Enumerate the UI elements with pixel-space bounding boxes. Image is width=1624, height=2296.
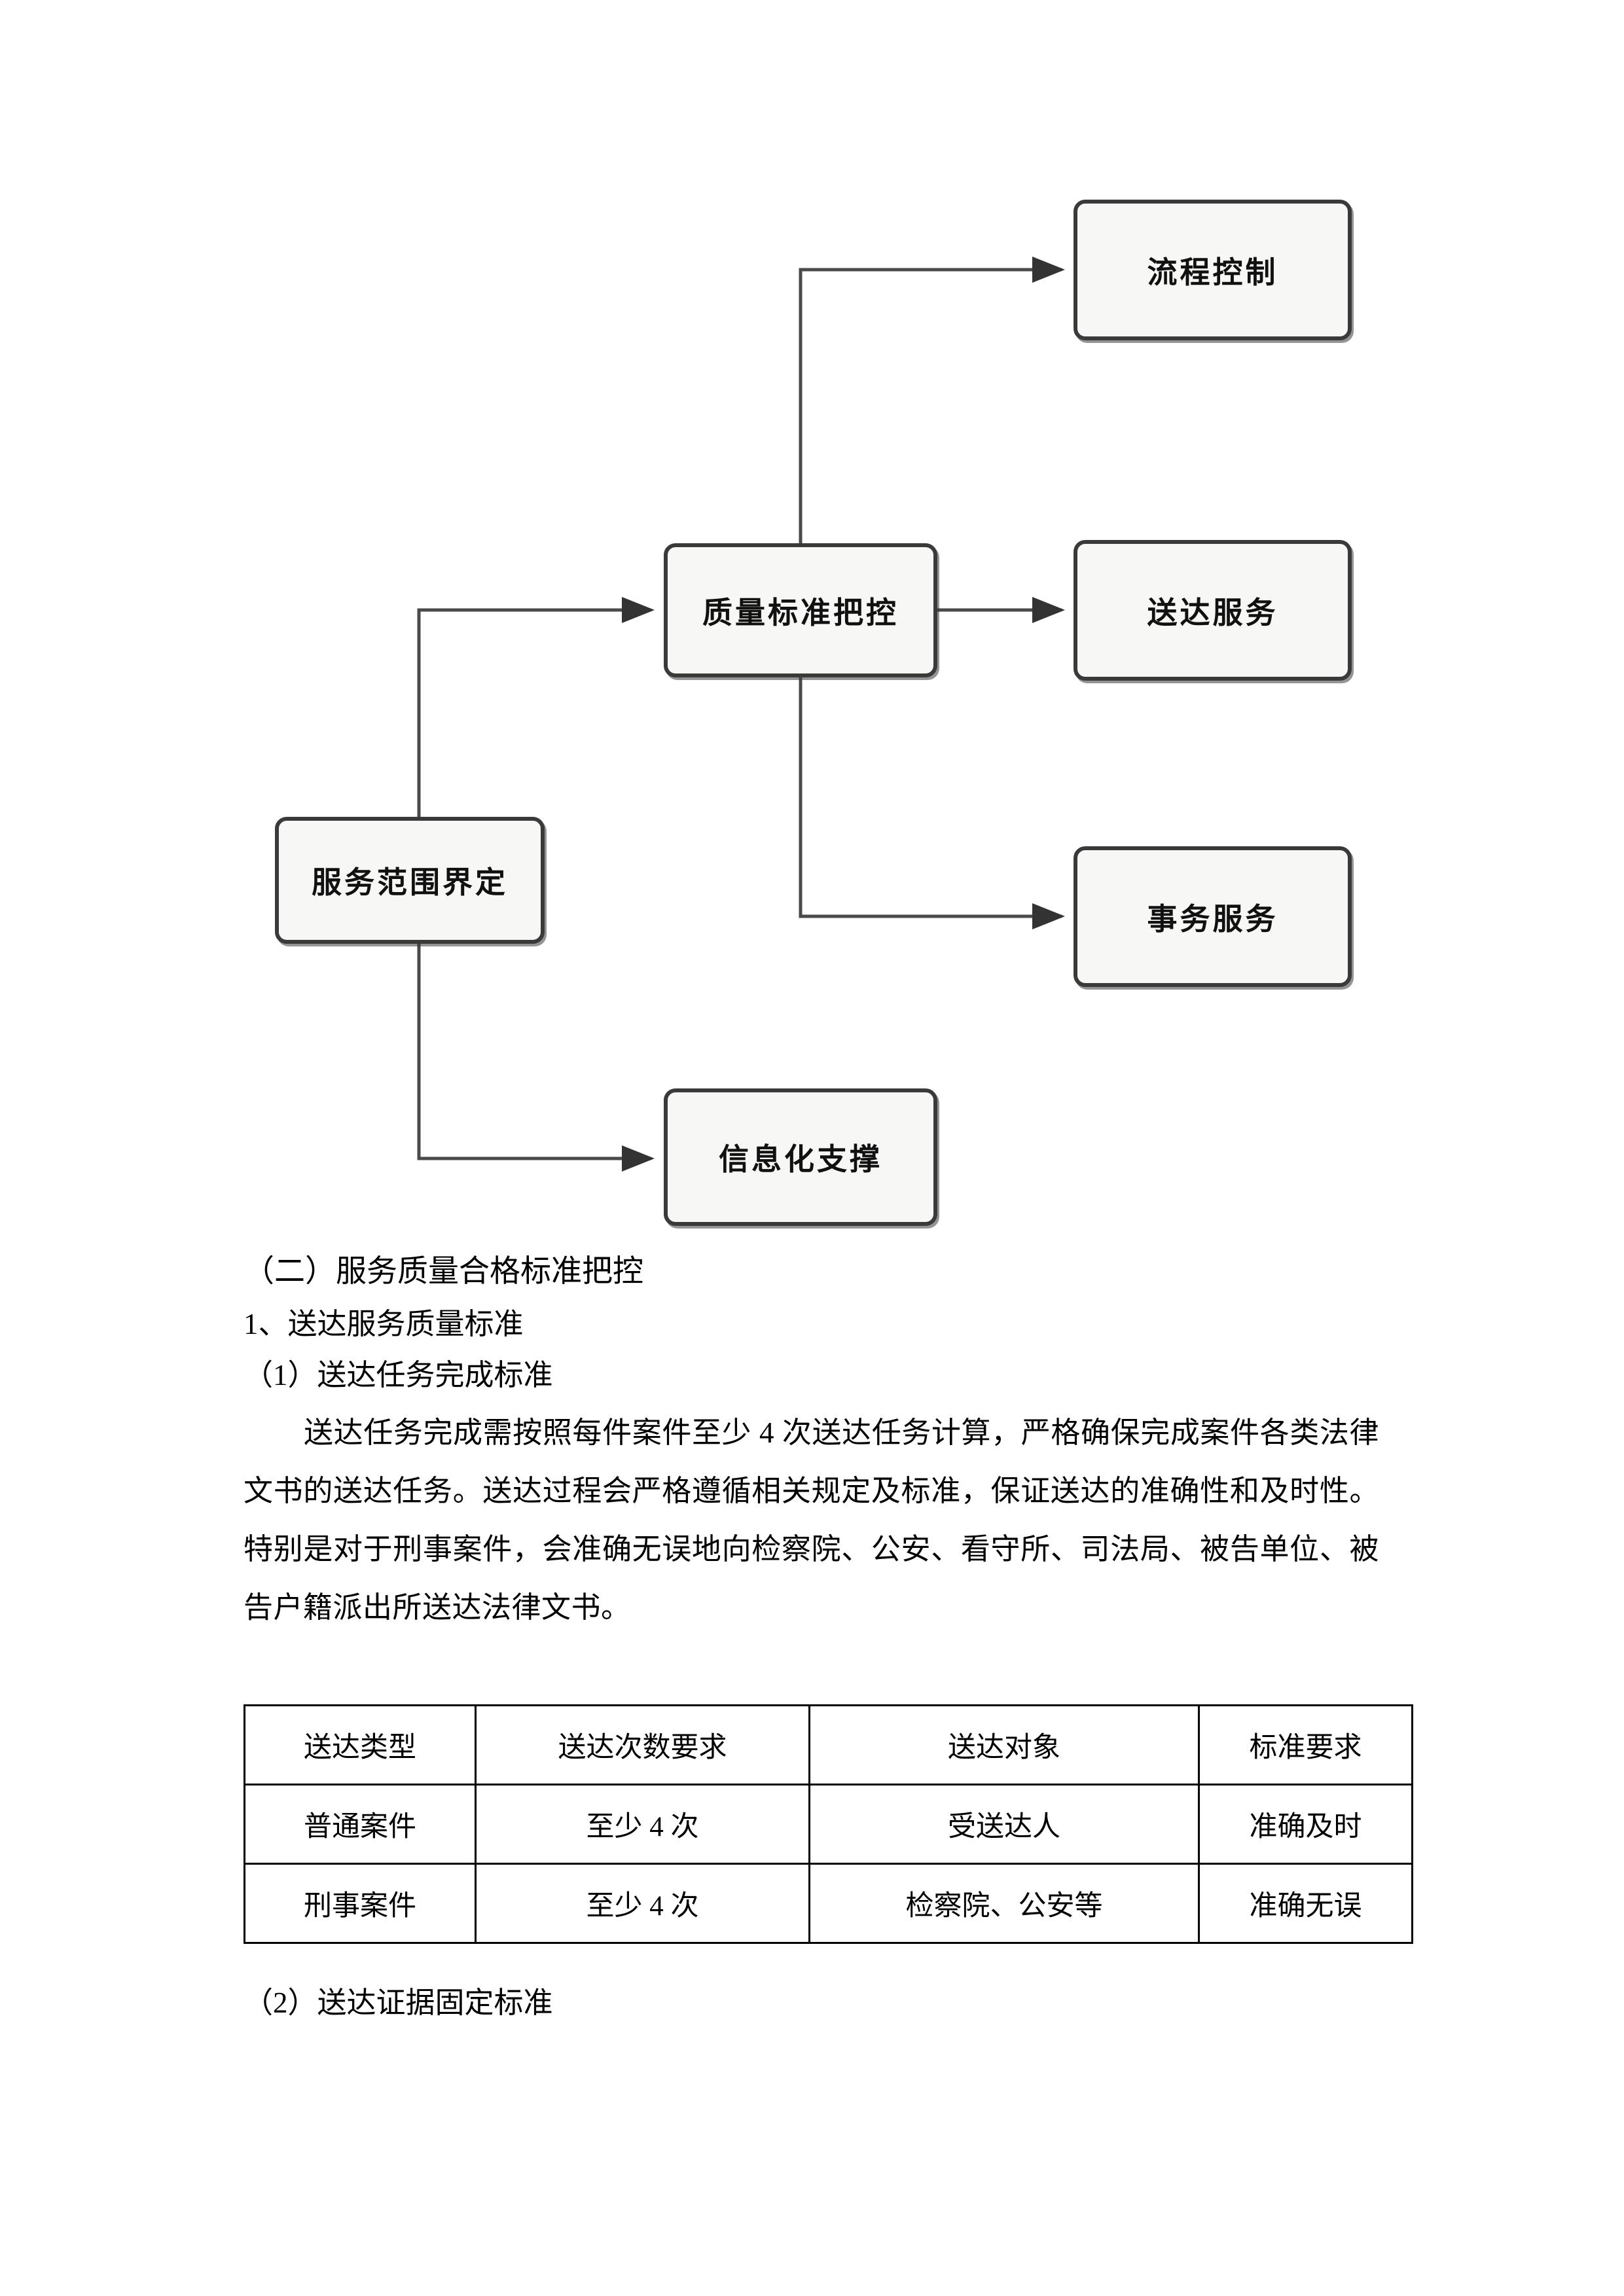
heading-section: （二）服务质量合格标准把控 xyxy=(244,1255,643,1289)
flow-node-process-control[interactable]: 流程控制 xyxy=(1074,200,1352,340)
table-header-row: 送达类型 送达次数要求 送达对象 标准要求 xyxy=(244,1704,1413,1785)
flow-node-scope-definition[interactable]: 服务范围界定 xyxy=(275,817,545,944)
table-cell: 普通案件 xyxy=(244,1784,477,1865)
table-header-cell: 送达类型 xyxy=(244,1704,477,1785)
delivery-standards-table: 送达类型 送达次数要求 送达对象 标准要求 普通案件 至少 4 次 受送达人 准… xyxy=(244,1704,1413,1944)
flow-node-it-support[interactable]: 信息化支撑 xyxy=(664,1088,937,1226)
table-row: 普通案件 至少 4 次 受送达人 准确及时 xyxy=(244,1784,1413,1865)
table-header-cell: 标准要求 xyxy=(1198,1704,1413,1785)
service-quality-flowchart: 流程控制 质量标准把控 送达服务 服务范围界定 事务服务 信息化支撑 xyxy=(275,200,1352,1226)
edge-quality-to-affairs xyxy=(799,677,1065,929)
table-cell: 至少 4 次 xyxy=(475,1784,810,1865)
table-cell: 检察院、公安等 xyxy=(808,1863,1200,1944)
document-body: （二）服务质量合格标准把控 1、送达服务质量标准 （1）送达任务完成标准 送达任… xyxy=(244,1247,1379,1637)
edge-scope-to-it-support xyxy=(417,944,655,1172)
flow-node-label: 质量标准把控 xyxy=(702,594,899,630)
table-cell: 准确及时 xyxy=(1198,1784,1413,1865)
flowchart-connectors xyxy=(417,257,1065,1172)
flow-node-label: 送达服务 xyxy=(1147,594,1278,630)
table-cell: 受送达人 xyxy=(808,1784,1200,1865)
flow-node-affairs-service[interactable]: 事务服务 xyxy=(1074,846,1352,987)
table-header-cell: 送达对象 xyxy=(808,1704,1200,1785)
table-row: 刑事案件 至少 4 次 检察院、公安等 准确无误 xyxy=(244,1863,1413,1944)
table-cell: 准确无误 xyxy=(1198,1863,1413,1944)
flow-node-label: 流程控制 xyxy=(1147,254,1278,290)
table-cell: 刑事案件 xyxy=(244,1863,477,1944)
flow-node-delivery-service[interactable]: 送达服务 xyxy=(1074,540,1352,681)
heading-sub: （1）送达任务完成标准 xyxy=(244,1359,553,1391)
flow-node-label: 事务服务 xyxy=(1147,901,1278,937)
table-header-cell: 送达次数要求 xyxy=(475,1704,810,1785)
flow-node-label: 服务范围界定 xyxy=(312,865,508,900)
edge-scope-to-quality xyxy=(417,597,655,817)
edge-quality-to-process-control xyxy=(799,257,1065,543)
heading-item: 1、送达服务质量标准 xyxy=(244,1308,524,1340)
table-cell: 至少 4 次 xyxy=(475,1863,810,1944)
flow-node-label: 信息化支撑 xyxy=(719,1141,882,1177)
flow-node-quality-standard[interactable]: 质量标准把控 xyxy=(664,543,937,677)
body-paragraph: 送达任务完成需按照每件案件至少 4 次送达任务计算，严格确保完成案件各类法律文书… xyxy=(244,1416,1379,1624)
heading-next: （2）送达证据固定标准 xyxy=(244,1986,553,2019)
